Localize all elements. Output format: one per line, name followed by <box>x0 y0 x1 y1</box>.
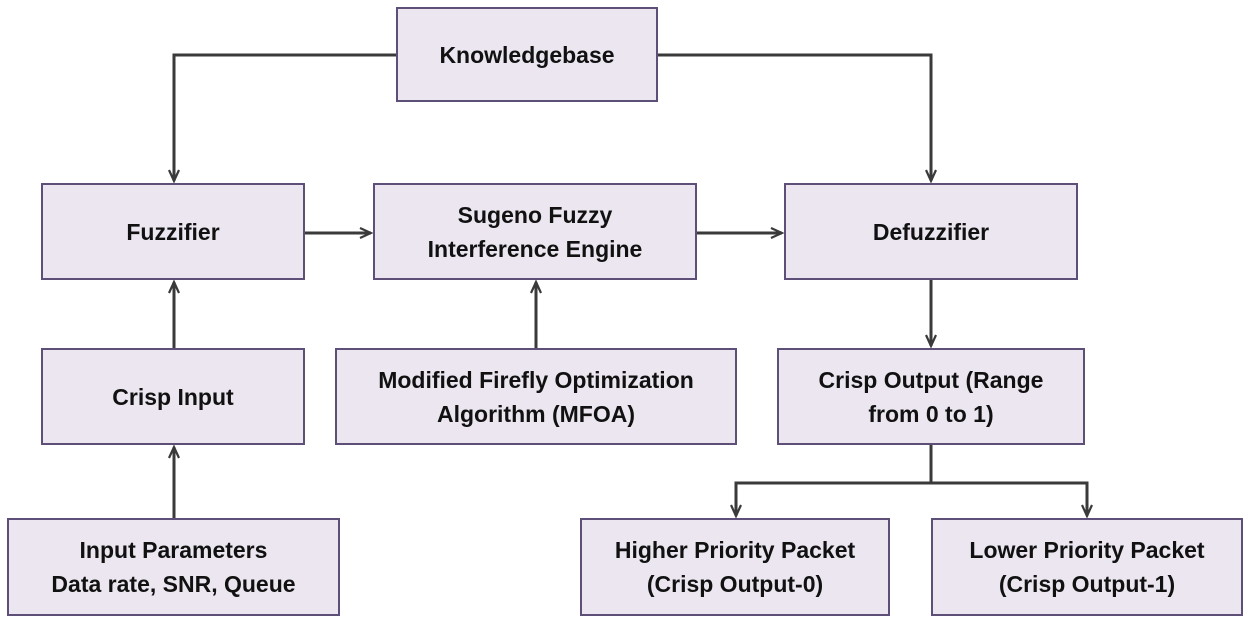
crisp-input-box: Crisp Input <box>41 348 305 445</box>
knowledgebase-box: Knowledgebase <box>396 7 658 102</box>
input-parameters-box: Input Parameters Data rate, SNR, Queue <box>7 518 340 616</box>
edge-knowledgebase-to-defuzzifier <box>658 53 931 181</box>
sugeno-engine-box: Sugeno Fuzzy Interference Engine <box>373 183 697 280</box>
lower-priority-packet-box: Lower Priority Packet (Crisp Output-1) <box>931 518 1243 616</box>
knowledgebase-label: Knowledgebase <box>439 41 615 68</box>
mfoa-box: Modified Firefly Optimization Algorithm … <box>335 348 737 445</box>
edge-knowledgebase-to-fuzzifier <box>174 53 396 181</box>
higher-priority-packet-label: Higher Priority Packet (Crisp Output-0) <box>614 537 856 597</box>
edge-crisp-output-to-lower-priority <box>931 481 1087 516</box>
input-parameters-label: Input Parameters Data rate, SNR, Queue <box>51 537 296 597</box>
sugeno-engine-label: Sugeno Fuzzy Interference Engine <box>427 201 643 262</box>
edge-crisp-output-to-higher-priority <box>736 481 931 516</box>
crisp-output-box: Crisp Output (Range from 0 to 1) <box>777 348 1085 445</box>
defuzzifier-label: Defuzzifier <box>872 218 990 245</box>
lower-priority-packet-label: Lower Priority Packet (Crisp Output-1) <box>969 537 1205 597</box>
higher-priority-packet-box: Higher Priority Packet (Crisp Output-0) <box>580 518 890 616</box>
defuzzifier-box: Defuzzifier <box>784 183 1078 280</box>
mfoa-label: Modified Firefly Optimization Algorithm … <box>378 366 694 427</box>
fuzzifier-label: Fuzzifier <box>126 218 220 245</box>
crisp-output-label: Crisp Output (Range from 0 to 1) <box>818 366 1044 427</box>
crisp-input-label: Crisp Input <box>112 383 234 410</box>
fuzzifier-box: Fuzzifier <box>41 183 305 280</box>
